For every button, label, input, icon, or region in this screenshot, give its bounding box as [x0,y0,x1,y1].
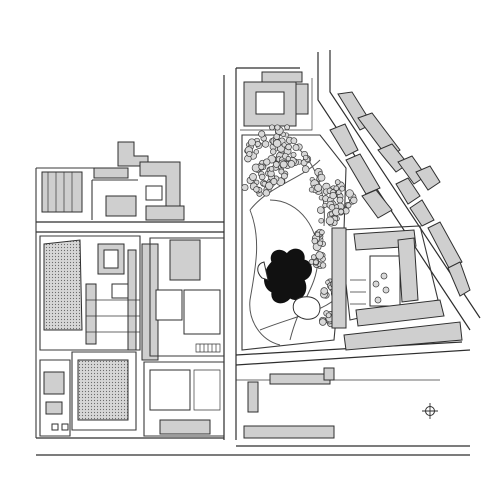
tree [290,151,297,158]
tree [290,137,298,145]
tree [278,168,285,175]
east-courtyard-complex [331,225,463,351]
tree [336,196,344,204]
tree [329,191,337,200]
tree [313,259,319,265]
tree [263,158,271,166]
tree [345,189,354,198]
tree [258,130,266,138]
tree [319,318,327,326]
tree-clusters [241,124,358,328]
tree [258,173,266,181]
tree [317,240,324,247]
tree [284,124,290,131]
tree [262,189,270,197]
tree [350,196,358,204]
tree [322,202,328,208]
tree [314,183,323,192]
tree [315,251,324,260]
tree [246,150,253,158]
tree [316,206,325,214]
tree [241,183,249,192]
east-diagonal-buildings [329,91,471,297]
west-campus [39,141,225,437]
tree [334,179,341,185]
tree [311,237,319,245]
tree [272,161,280,168]
tree [336,189,342,195]
tree [339,185,346,192]
tree [325,216,335,225]
tree [317,173,326,182]
tree [279,160,288,169]
tree [333,185,340,192]
tree [328,204,336,211]
tree [320,287,328,295]
tree [269,124,275,131]
tree [274,124,281,131]
tree [281,172,288,180]
tree [319,262,327,269]
tree [345,202,352,209]
tree [253,186,260,193]
tree [249,173,257,181]
tree [268,166,275,172]
tree [265,181,274,190]
tree [301,165,310,173]
tree [253,149,259,155]
tree [285,143,292,151]
tree [261,140,270,148]
tree [285,156,291,162]
tree [292,144,300,152]
tree [247,138,256,147]
tree [273,139,282,148]
pond [264,248,312,304]
tree [303,154,309,161]
tree [314,231,321,237]
tree [325,312,332,319]
tree [270,148,277,155]
tree [287,160,296,168]
north-building-complex [240,71,313,131]
tree [258,163,265,171]
tree [338,208,345,215]
tree [319,229,325,236]
north-compass-icon [422,403,438,419]
south-park-strip [243,367,335,439]
tree [270,178,278,185]
tree [254,141,261,147]
tree [318,217,324,224]
tree [308,186,315,193]
